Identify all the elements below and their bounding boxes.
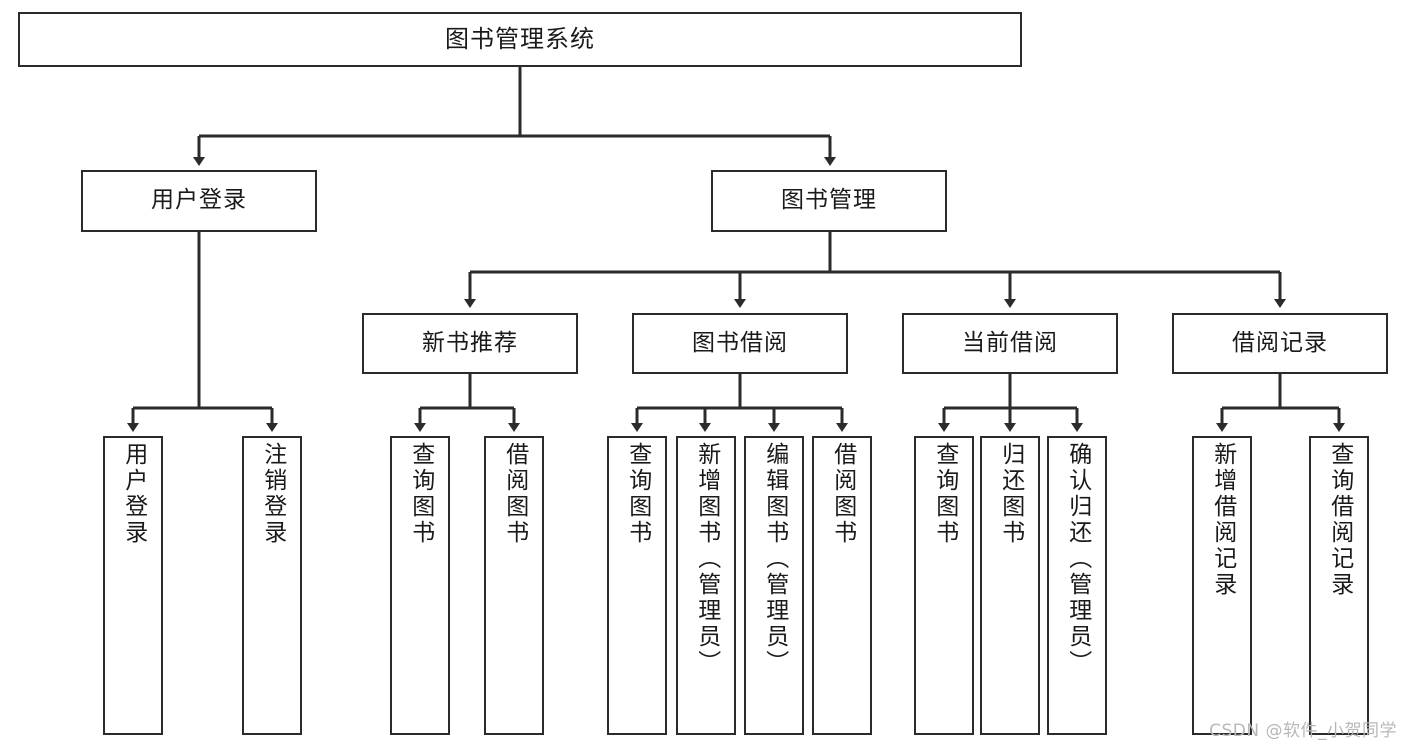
node-user-login[interactable]: 用户登录 [81,170,317,232]
leaf-new-book-borrow[interactable]: 借阅图书 [484,436,544,735]
leaf-user-login-signin[interactable]: 用户登录 [103,436,163,735]
node-label: 借阅图书 [829,442,856,546]
node-label: 借阅记录 [1232,329,1328,356]
node-label: 新增借阅记录 [1209,442,1236,598]
node-label: 查询图书 [931,442,958,546]
node-new-book-recommend[interactable]: 新书推荐 [362,313,578,374]
leaf-current-borrow-confirm-return[interactable]: 确认归还（管理员） [1047,436,1107,735]
node-root-book-management-system[interactable]: 图书管理系统 [18,12,1022,67]
node-book-management[interactable]: 图书管理 [711,170,947,232]
node-label: 查询图书 [624,442,651,546]
node-book-borrow[interactable]: 图书借阅 [632,313,848,374]
leaf-book-borrow-query[interactable]: 查询图书 [607,436,667,735]
node-borrow-record[interactable]: 借阅记录 [1172,313,1388,374]
leaf-user-login-signout[interactable]: 注销登录 [242,436,302,735]
node-label: 借阅图书 [501,442,528,546]
node-label: 新增图书（管理员） [693,442,720,676]
node-label: 编辑图书（管理员） [761,442,788,676]
node-label: 图书管理 [781,187,877,214]
node-label: 当前借阅 [962,329,1058,356]
node-label: 注销登录 [259,442,286,546]
leaf-borrow-record-add[interactable]: 新增借阅记录 [1192,436,1252,735]
leaf-current-borrow-query[interactable]: 查询图书 [914,436,974,735]
node-label: 用户登录 [151,187,247,214]
node-label: 归还图书 [997,442,1024,546]
node-label: 新书推荐 [422,329,518,356]
node-label: 用户登录 [120,442,147,546]
node-label: 确认归还（管理员） [1064,442,1091,676]
leaf-book-borrow-edit[interactable]: 编辑图书（管理员） [744,436,804,735]
leaf-book-borrow-add[interactable]: 新增图书（管理员） [676,436,736,735]
node-label: 图书管理系统 [445,25,595,54]
node-label: 查询借阅记录 [1326,442,1353,598]
node-label: 图书借阅 [692,329,788,356]
leaf-book-borrow-lend[interactable]: 借阅图书 [812,436,872,735]
leaf-borrow-record-query[interactable]: 查询借阅记录 [1309,436,1369,735]
leaf-current-borrow-return[interactable]: 归还图书 [980,436,1040,735]
leaf-new-book-query[interactable]: 查询图书 [390,436,450,735]
node-current-borrow[interactable]: 当前借阅 [902,313,1118,374]
node-label: 查询图书 [407,442,434,546]
csdn-watermark: CSDN @软件_小贺同学 [1209,721,1397,741]
